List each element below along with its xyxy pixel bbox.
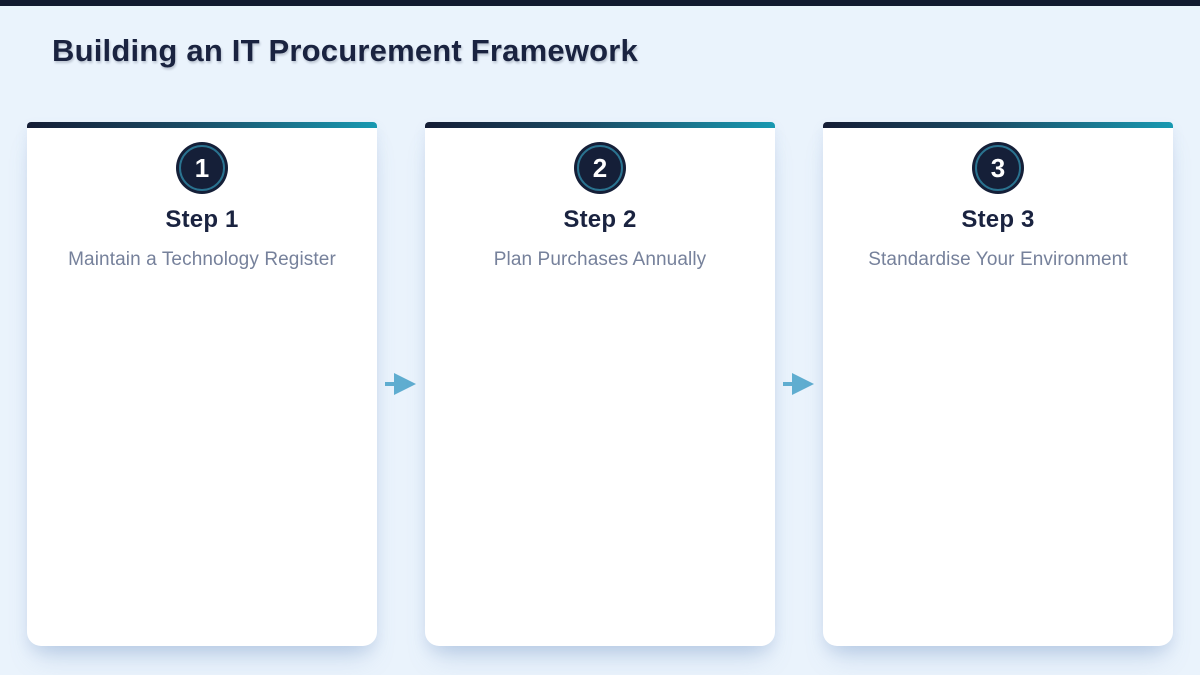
- steps-row: 1 Step 1 Maintain a Technology Register …: [0, 122, 1200, 646]
- step-label: Step 1: [165, 206, 239, 233]
- step-label: Step 3: [961, 206, 1035, 233]
- step-number-badge: 2: [574, 142, 626, 194]
- step-description: Maintain a Technology Register: [68, 249, 336, 270]
- step-description: Standardise Your Environment: [868, 249, 1128, 270]
- step-description: Plan Purchases Annually: [493, 249, 707, 270]
- step-number: 2: [592, 153, 608, 183]
- card-accent-bar: [823, 122, 1173, 128]
- step-card-body: 3 Step 3 Standardise Your Environment: [823, 128, 1173, 646]
- step-card-1: 1 Step 1 Maintain a Technology Register: [27, 122, 377, 646]
- step-number: 3: [990, 153, 1006, 183]
- arrow-gap: [377, 122, 425, 646]
- arrow-gap: [775, 122, 823, 646]
- step-card-2: 2 Step 2 Plan Purchases Annually: [425, 122, 775, 646]
- step-number-badge: 1: [176, 142, 228, 194]
- step-card-body: 2 Step 2 Plan Purchases Annually: [425, 128, 775, 646]
- step-label: Step 2: [563, 206, 637, 233]
- right-arrow-icon: [783, 373, 815, 395]
- step-card-body: 1 Step 1 Maintain a Technology Register: [27, 128, 377, 646]
- right-arrow-icon: [385, 373, 417, 395]
- card-accent-bar: [425, 122, 775, 128]
- page-title: Building an IT Procurement Framework: [52, 33, 638, 68]
- step-number: 1: [194, 153, 210, 183]
- top-accent-bar: [0, 0, 1200, 6]
- step-card-3: 3 Step 3 Standardise Your Environment: [823, 122, 1173, 646]
- step-number-badge: 3: [972, 142, 1024, 194]
- card-accent-bar: [27, 122, 377, 128]
